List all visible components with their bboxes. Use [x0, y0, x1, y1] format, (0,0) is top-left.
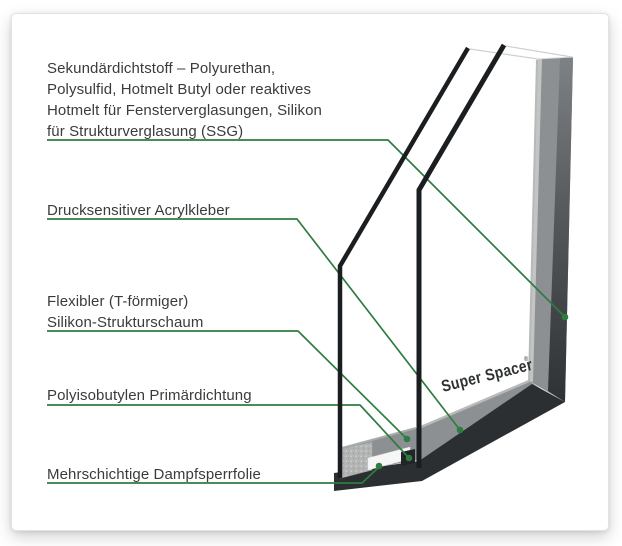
label-line: Polyisobutylen Primärdichtung: [47, 387, 252, 404]
leader-silicone-foam-dot: [403, 435, 411, 443]
label-line: Flexibler (T-förmiger): [47, 293, 189, 310]
label-line: Sekundärdichtstoff – Polyurethan,: [47, 60, 276, 77]
leader-acrylic-adhesive-dot: [456, 426, 464, 434]
leader-primary-seal-line: [47, 404, 410, 459]
spacer-inner-lip-right: [528, 59, 538, 382]
label-line: Drucksensitiver Acrylkleber: [47, 202, 230, 219]
label-acrylic-adhesive: Drucksensitiver Acrylkleber: [47, 200, 230, 221]
spacer-bottom-band: [342, 381, 541, 473]
label-line: Polysulfid, Hotmelt Butyl oder reaktives: [47, 81, 312, 98]
label-vapor-barrier: Mehrschichtige Dampfsperrfolie: [47, 464, 261, 485]
label-line: Hotmelt für Fensterverglasungen, Silikon: [47, 102, 322, 119]
top-edge-outline-front: [469, 48, 539, 60]
top-edge-outline-back: [505, 45, 573, 58]
leader-secondary-sealant-dot: [561, 313, 569, 321]
leader-vapor-barrier-dot: [375, 462, 383, 470]
leader-primary-seal-dot: [405, 454, 413, 462]
glass-pane-back: [416, 43, 507, 468]
spacer-inner-lip-bottom: [420, 379, 530, 429]
label-silicone-foam: Flexibler (T-förmiger) Silikon-Strukturs…: [47, 291, 203, 333]
brand-registered-mark: ®: [523, 354, 530, 364]
label-primary-seal: Polyisobutylen Primärdichtung: [47, 385, 252, 406]
label-line: für Strukturverglasung (SSG): [47, 123, 244, 140]
label-secondary-sealant: Sekundärdichtstoff – Polyurethan, Polysu…: [47, 58, 322, 142]
leader-vapor-barrier-line: [47, 466, 380, 484]
glass-pane-front: [337, 46, 470, 478]
spacer-bar-top-edge: [536, 56, 574, 60]
foam-top-surface-edge: [341, 427, 417, 449]
label-line: Silikon-Strukturschaum: [47, 314, 204, 331]
diagram-card: [11, 13, 609, 531]
leader-silicone-foam-line: [47, 330, 408, 440]
spacer-right-bar-highlight: [529, 59, 542, 382]
leader-acrylic-adhesive-line: [47, 218, 461, 431]
leader-secondary-sealant-line: [47, 139, 566, 318]
label-line: Mehrschichtige Dampfsperrfolie: [47, 466, 261, 483]
outer-seal-band: [334, 384, 565, 491]
